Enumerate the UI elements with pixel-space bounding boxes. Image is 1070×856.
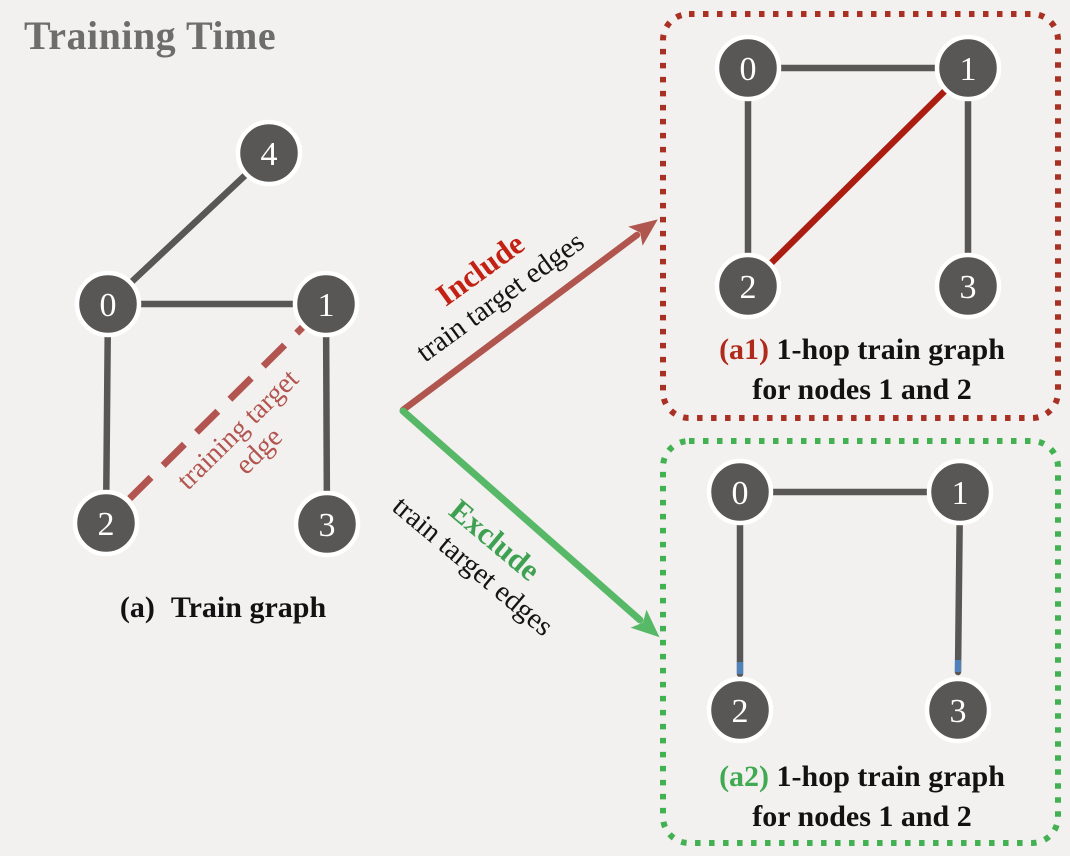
- node-0-label: 0: [100, 287, 117, 324]
- node-1-circle: [292, 270, 360, 338]
- a2-node-3-label: 3: [950, 693, 967, 730]
- a2-node-3-circle: [924, 676, 992, 744]
- a1-node-2: 2: [714, 252, 782, 320]
- a1-node-0: 0: [714, 34, 782, 102]
- node-4-label: 4: [261, 136, 278, 173]
- node-3-circle: [293, 490, 361, 558]
- exclude-graph-caption-text: 1-hop train graph: [776, 760, 1005, 793]
- training-target-edge: [109, 309, 321, 519]
- include-graph-caption-label: (a1): [719, 333, 770, 366]
- train-graph-caption-text: Train graph: [170, 591, 327, 624]
- node-0-circle: [74, 270, 142, 338]
- a2-node-2-circle: [706, 676, 774, 744]
- node-4: 4: [235, 119, 303, 187]
- node-2: 2: [72, 489, 140, 557]
- node-0: 0: [74, 270, 142, 338]
- a2-node-1-label: 1: [952, 475, 969, 512]
- a2-node-0: 0: [706, 458, 774, 526]
- a1-node-1-circle: [934, 34, 1002, 102]
- node-2-label: 2: [98, 506, 115, 543]
- exclude-graph-caption: (a2) 1-hop train graph for nodes 1 and 2: [667, 757, 1057, 837]
- a1-node-0-label: 0: [740, 51, 757, 88]
- node-1-label: 1: [318, 287, 335, 324]
- a1-node-2-circle: [714, 252, 782, 320]
- node-2-circle: [72, 489, 140, 557]
- edge-0-2: [102, 300, 112, 527]
- node-3-label: 3: [319, 507, 336, 544]
- a2-node-1-circle: [926, 458, 994, 526]
- a2-node-0-label: 0: [732, 475, 749, 512]
- train-graph-caption: (a) Train graph: [63, 588, 383, 628]
- a1-node-1-label: 1: [960, 51, 977, 88]
- a1-node-3: 3: [934, 252, 1002, 320]
- include-graph-caption-text: 1-hop train graph: [776, 333, 1005, 366]
- a1-node-0-circle: [714, 34, 782, 102]
- exclude-arrow: [399, 407, 660, 638]
- include-graph-caption-line1: (a1) 1-hop train graph: [667, 330, 1057, 370]
- include-graph: 0 1 2 3: [714, 34, 1002, 320]
- exclude-graph-caption-line1: (a2) 1-hop train graph: [667, 757, 1057, 797]
- a2-node-1: 1: [926, 458, 994, 526]
- a1-node-2-label: 2: [740, 269, 757, 306]
- include-arrow: [399, 219, 658, 414]
- exclude-result-box-border: [660, 438, 1061, 846]
- exclude-graph-caption-label: (a2): [719, 760, 770, 793]
- node-1: 1: [292, 270, 360, 338]
- a2-node-3: 3: [924, 676, 992, 744]
- a1-target-edge-1-2: [744, 64, 972, 290]
- train-graph-caption-label: (a): [119, 591, 155, 624]
- a2-node-2-label: 2: [732, 693, 749, 730]
- a1-node-3-label: 3: [960, 269, 977, 306]
- node-4-circle: [235, 119, 303, 187]
- exclude-graph: 0 1 2 3: [706, 458, 994, 744]
- a2-node-2: 2: [706, 676, 774, 744]
- a2-node-0-circle: [706, 458, 774, 526]
- include-result-box-border: [660, 11, 1061, 421]
- include-graph-caption: (a1) 1-hop train graph for nodes 1 and 2: [667, 330, 1057, 410]
- include-graph-caption-line2: for nodes 1 and 2: [752, 373, 972, 406]
- node-3: 3: [293, 490, 361, 558]
- exclude-graph-caption-line2: for nodes 1 and 2: [752, 800, 972, 833]
- edge-1-3: [322, 300, 331, 528]
- a1-node-3-circle: [934, 252, 1002, 320]
- train-graph: 4 0 1 2 3: [72, 119, 361, 558]
- a1-node-1: 1: [934, 34, 1002, 102]
- edge-4-0: [104, 149, 273, 308]
- figure-title: Training Time: [24, 13, 277, 58]
